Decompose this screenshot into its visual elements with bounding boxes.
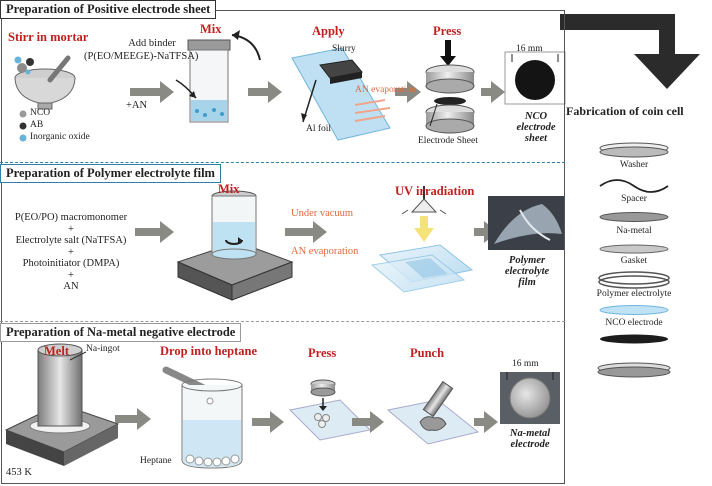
step-punch: Punch bbox=[410, 346, 445, 360]
result-line-2: electrode bbox=[510, 439, 550, 450]
mortar-icon bbox=[14, 55, 76, 110]
ingredient-2: Electrolyte salt (NaTFSA) bbox=[15, 235, 127, 246]
plus-an: +AN bbox=[126, 100, 148, 111]
flow-arrow bbox=[474, 221, 498, 243]
big-flow-arrow bbox=[560, 14, 700, 89]
section-divider bbox=[0, 162, 565, 163]
ingredient-plus: + bbox=[68, 269, 74, 281]
result-line-1: Polymer bbox=[508, 255, 546, 266]
add-binder-label: Add binder bbox=[128, 38, 176, 49]
electrode-sheet-label: Electrode Sheet bbox=[418, 136, 478, 146]
flow-arrow bbox=[285, 221, 327, 243]
legend-nco: NCO bbox=[30, 108, 51, 118]
legend-ab-dot bbox=[19, 122, 27, 130]
polymer-film-photo bbox=[488, 196, 564, 250]
under-vacuum-label: Under vacuum bbox=[291, 208, 354, 219]
step-press-2: Press bbox=[308, 346, 337, 360]
flow-arrow bbox=[481, 81, 505, 103]
result-nco-sheet: NCO electrode sheet bbox=[508, 111, 564, 144]
ingredient-plus: + bbox=[68, 223, 74, 235]
binder-formula: (P(EO/MEEGE)-NaTFSA) bbox=[84, 51, 199, 62]
step-drop: Drop into heptane bbox=[160, 344, 258, 358]
flow-arrow bbox=[115, 408, 151, 430]
section-title-negative: Preparation of Na-metal negative electro… bbox=[0, 323, 242, 342]
size-label-2: 16 mm bbox=[512, 359, 539, 369]
result-line-1: NCO bbox=[524, 111, 548, 122]
result-polymer-film: Polymer electrolyte film bbox=[494, 255, 560, 288]
result-line-1: Na-metal bbox=[509, 428, 551, 439]
legend-oxide: Inorganic oxide bbox=[30, 132, 90, 142]
coin-part-na-metal: Na-metal bbox=[616, 226, 652, 236]
flow-arrow bbox=[135, 221, 174, 243]
na-ingot-label: Na-ingot bbox=[86, 344, 120, 354]
coin-part-gasket: Gasket bbox=[620, 256, 648, 266]
ingredients-list: P(EO/PO) macromonomer + Electrolyte salt… bbox=[8, 212, 134, 293]
size-label: 16 mm bbox=[516, 44, 543, 54]
step-uv: UV irradiation bbox=[395, 184, 475, 198]
coin-cell-stack bbox=[597, 142, 671, 378]
section-divider bbox=[0, 321, 565, 322]
temperature-label: 453 K bbox=[6, 467, 32, 478]
coin-part-washer: Washer bbox=[619, 160, 649, 170]
applicator-icon bbox=[291, 47, 391, 141]
ingredient-3: Photoinitiator (DMPA) bbox=[22, 258, 120, 269]
legend-oxide-dot bbox=[19, 134, 27, 142]
flow-arrow bbox=[395, 81, 421, 103]
legend-nco-dot bbox=[19, 110, 27, 118]
ingredient-1: P(EO/PO) macromonomer bbox=[14, 212, 128, 223]
step-apply: Apply bbox=[312, 24, 345, 38]
flow-arrow bbox=[252, 411, 284, 433]
result-line-2: electrode bbox=[516, 122, 556, 133]
result-line-3: film bbox=[518, 277, 536, 288]
step-mix-2: Mix bbox=[218, 182, 240, 196]
flow-arrow bbox=[474, 411, 498, 433]
an-evaporation-label: AN evaporation bbox=[355, 85, 416, 95]
step-press: Press bbox=[433, 24, 462, 38]
slurry-label: Slurry bbox=[332, 44, 356, 54]
nco-sheet-photo bbox=[504, 51, 566, 105]
coin-part-nco: NCO electrode bbox=[605, 318, 663, 328]
main-panel bbox=[1, 10, 565, 484]
punch-icon bbox=[386, 380, 480, 445]
ingredient-4: AN bbox=[63, 281, 79, 292]
na-metal-photo bbox=[500, 372, 560, 424]
flow-arrow bbox=[130, 81, 174, 103]
al-foil-label: Al foil bbox=[306, 124, 332, 134]
step-stir: Stirr in mortar bbox=[8, 30, 89, 44]
flow-arrow bbox=[248, 81, 282, 103]
legend-ab: AB bbox=[30, 120, 44, 130]
step-mix: Mix bbox=[200, 22, 222, 36]
coin-cell-title: Fabrication of coin cell bbox=[566, 104, 684, 118]
mix-jar-icon bbox=[175, 30, 261, 123]
section-title-polymer: Preparation of Polymer electrolyte film bbox=[0, 164, 221, 183]
coin-part-polymer: Polymer electrolyte bbox=[596, 289, 672, 299]
flow-arrow bbox=[352, 411, 384, 433]
heptane-label: Heptane bbox=[140, 456, 172, 466]
press-icon bbox=[425, 40, 475, 134]
beaker-icon bbox=[162, 366, 243, 469]
stirrer-icon bbox=[176, 190, 294, 301]
step-melt: Melt bbox=[44, 344, 69, 358]
hot-plate-ingot-icon bbox=[4, 343, 120, 466]
ingredient-plus: + bbox=[68, 246, 74, 258]
section-title-positive: Preparation of Positive electrode sheet bbox=[0, 0, 217, 19]
uv-lamp-icon bbox=[370, 186, 474, 293]
coin-part-spacer: Spacer bbox=[621, 194, 647, 204]
result-na-electrode: Na-metal electrode bbox=[500, 428, 560, 450]
an-evaporation-label-2: AN evaporation bbox=[291, 246, 359, 257]
result-line-2: electrolyte bbox=[504, 266, 550, 277]
result-line-3: sheet bbox=[524, 133, 548, 144]
